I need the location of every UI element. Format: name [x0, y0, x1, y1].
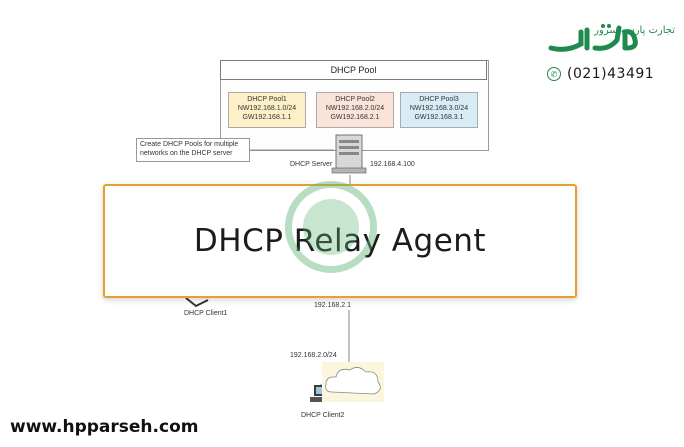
website-url: www.hpparseh.com [10, 417, 199, 437]
phone-icon: ✆ [547, 67, 561, 81]
pool-2-gateway: GW192.168.2.1 [330, 113, 380, 121]
brand-name: تجارت پارسه سرور [594, 25, 675, 36]
dhcp-pool-1: DHCP Pool1 NW192.168.1.0/24 GW192.168.1.… [228, 92, 306, 128]
server-icon [331, 134, 367, 174]
pool-2-network: NW192.168.2.0/24 [325, 104, 385, 112]
client1-label: DHCP Client1 [184, 310, 228, 317]
dhcp-pool-3: DHCP Pool3 NW192.168.3.0/24 GW192.168.3.… [400, 92, 478, 128]
server-ip: 192.168.4.100 [370, 161, 415, 168]
phone-number: (021)43491 [567, 66, 655, 82]
pool-3-gateway: GW192.168.3.1 [414, 113, 464, 121]
pool-3-network: NW192.168.3.0/24 [409, 104, 469, 112]
dhcp-pool-2: DHCP Pool2 NW192.168.2.0/24 GW192.168.2.… [316, 92, 394, 128]
pool-note: Create DHCP Pools for multiple networks … [136, 138, 250, 162]
watermark-logo-icon [285, 181, 377, 273]
client1-icon [185, 297, 209, 308]
pool-3-name: DHCP Pool3 [419, 96, 459, 103]
server-label: DHCP Server [290, 161, 333, 168]
router-ip: 192.168.2.1 [314, 302, 351, 309]
pool-2-name: DHCP Pool2 [335, 96, 375, 103]
subnet-label: 192.168.2.0/24 [290, 352, 337, 359]
client2-label: DHCP Client2 [301, 412, 345, 419]
brand-logo-icon [548, 24, 638, 52]
brand-logo: تجارت پارسه سرور [547, 18, 675, 62]
phone-row: ✆ (021)43491 [547, 66, 654, 82]
pool-1-network: NW192.168.1.0/24 [237, 104, 297, 112]
network-cloud [322, 362, 384, 402]
dhcp-pool-title: DHCP Pool [220, 60, 487, 80]
watermark-inner [303, 199, 359, 255]
pool-1-name: DHCP Pool1 [247, 96, 287, 103]
pool-1-gateway: GW192.168.1.1 [242, 113, 292, 121]
